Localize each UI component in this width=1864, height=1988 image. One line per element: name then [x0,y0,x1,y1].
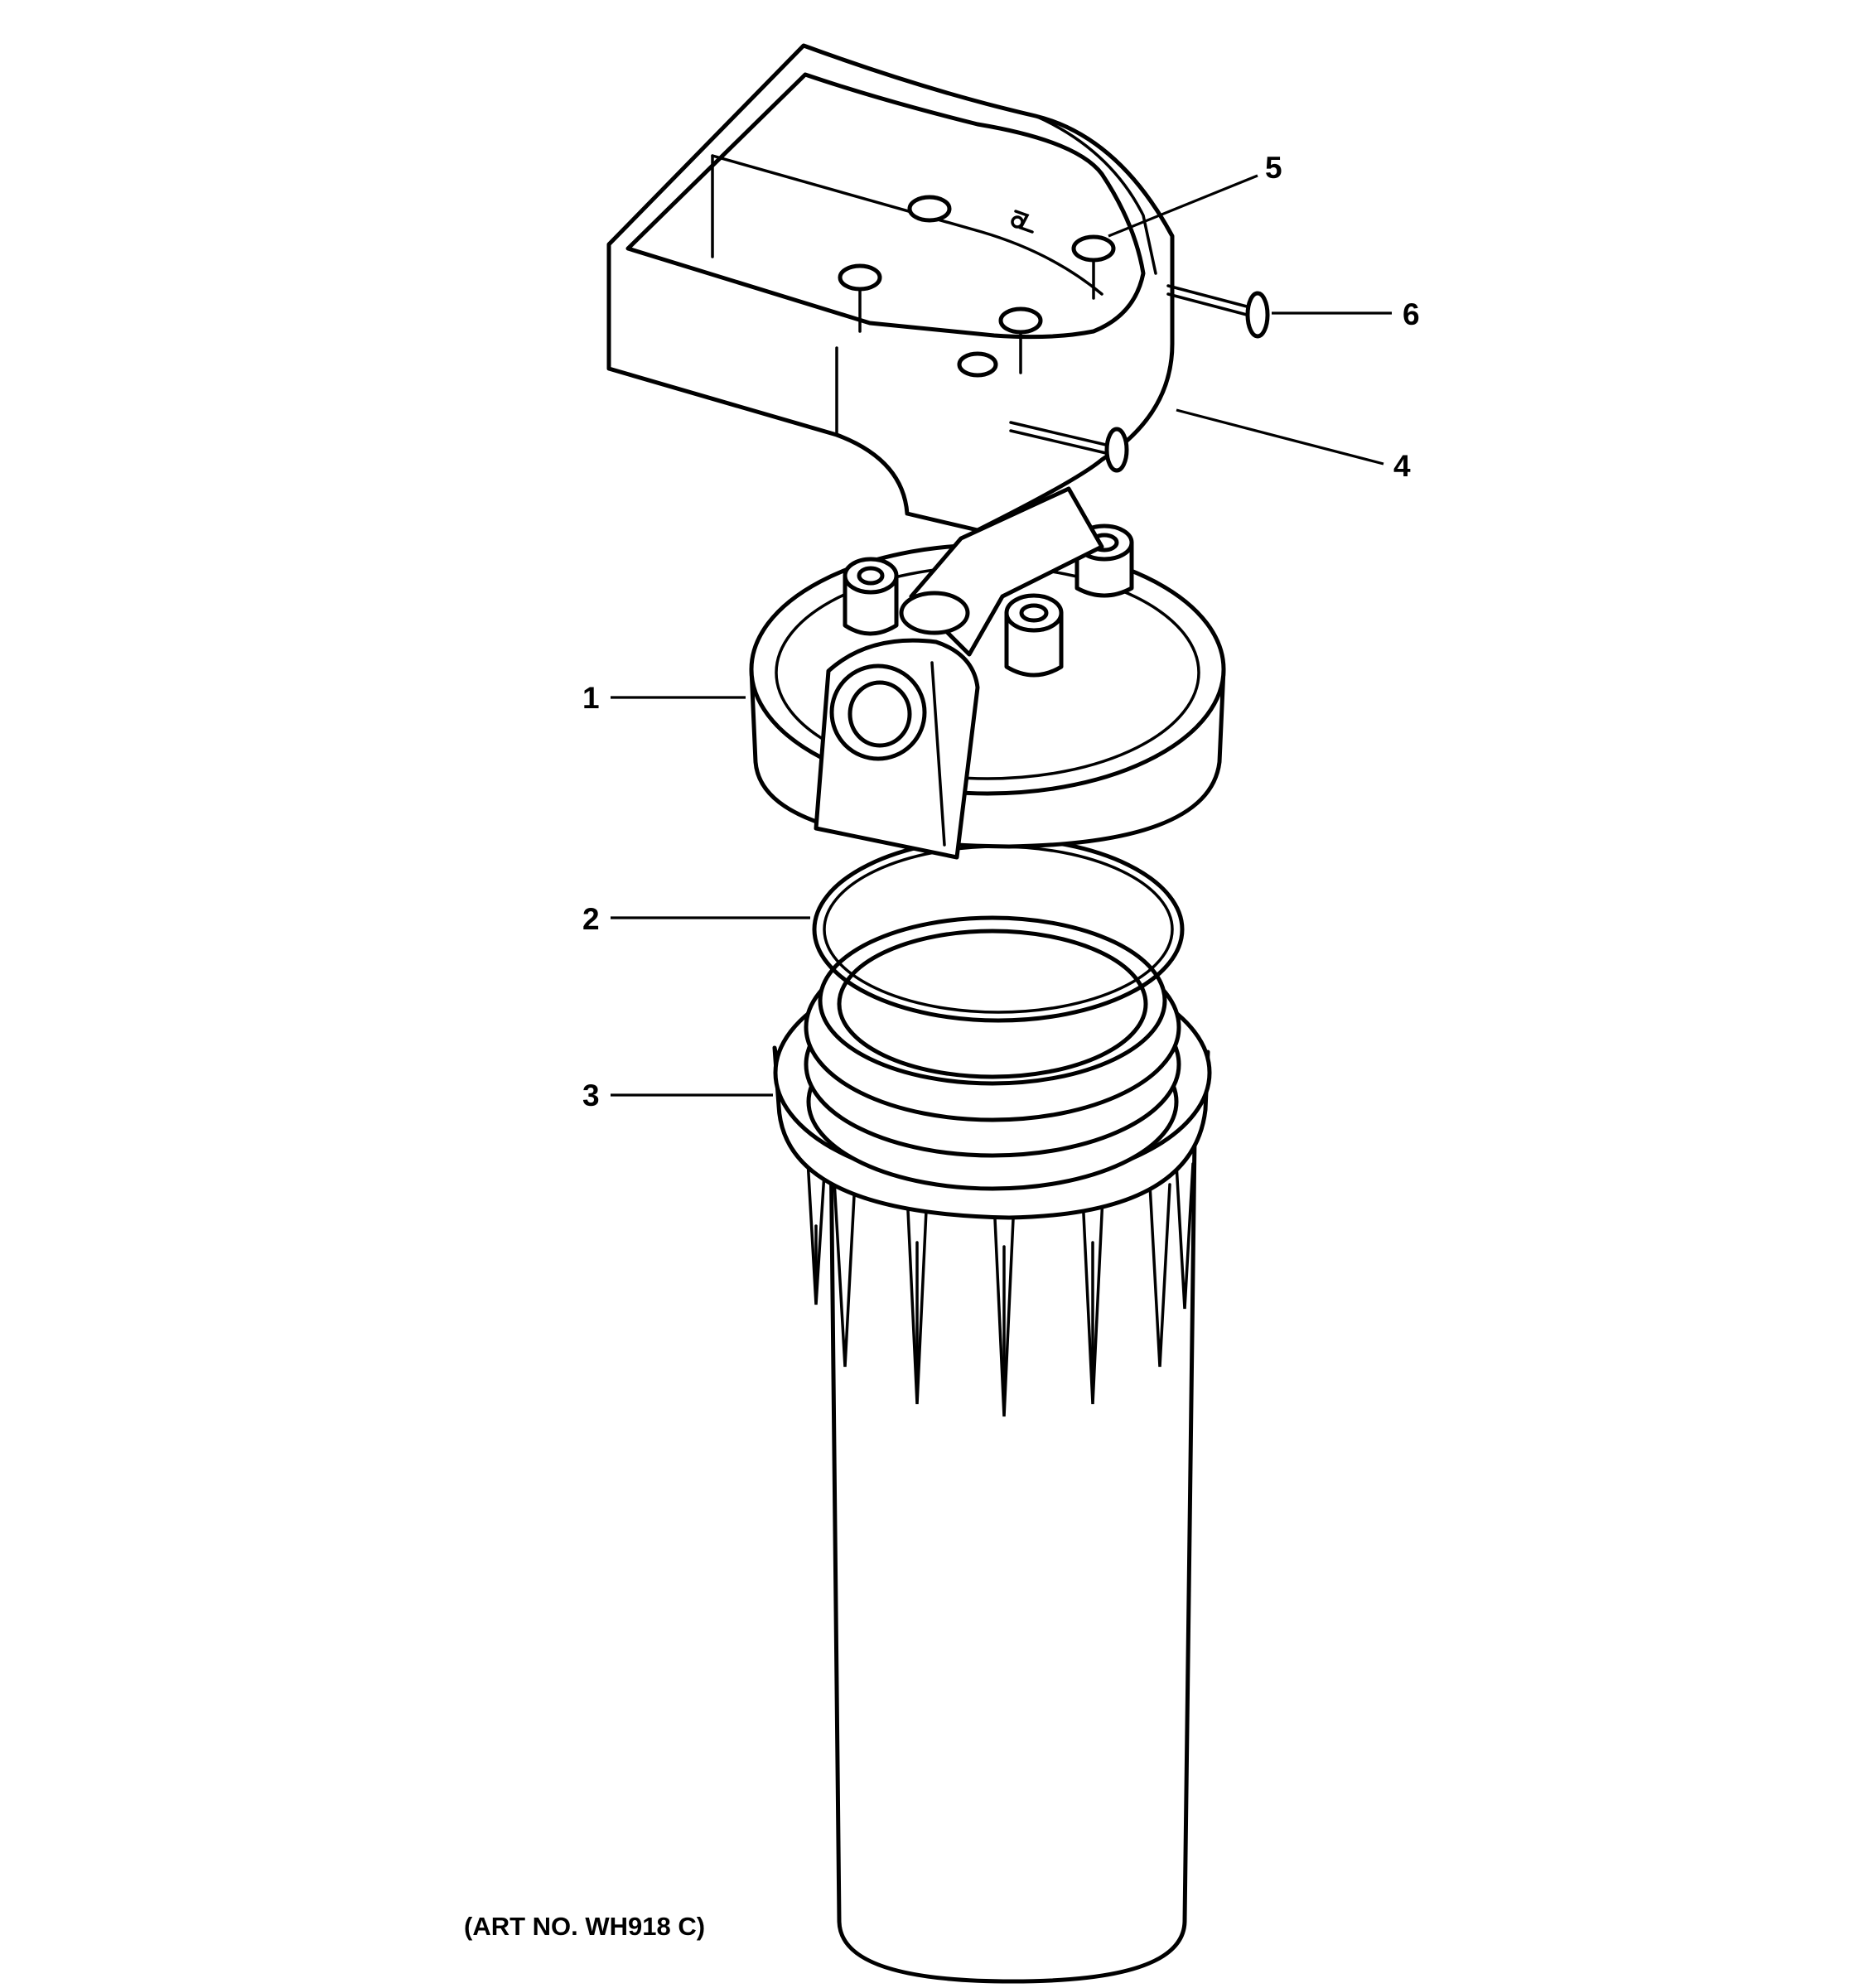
callout-1: 1 [582,681,600,715]
art-number: (ART NO. WH918 C) [464,1912,705,1941]
mounting-bracket [606,43,1175,533]
bracket-screw-heads [838,195,1116,378]
callout-6: 6 [1403,297,1420,331]
callout-4: 4 [1393,449,1411,483]
leader-5 [1108,174,1258,238]
callout-3: 3 [582,1078,600,1112]
mounting-screws [1009,284,1270,473]
filter-head [749,486,1226,860]
bracket-screw [1011,210,1034,234]
housing-ribs [806,1158,1195,1417]
callout-2: 2 [582,902,600,936]
callouts: 1 2 3 4 5 6 [582,151,1420,1112]
leader-4 [1176,408,1384,466]
filter-housing [772,915,1212,1984]
callout-5: 5 [1265,151,1282,185]
